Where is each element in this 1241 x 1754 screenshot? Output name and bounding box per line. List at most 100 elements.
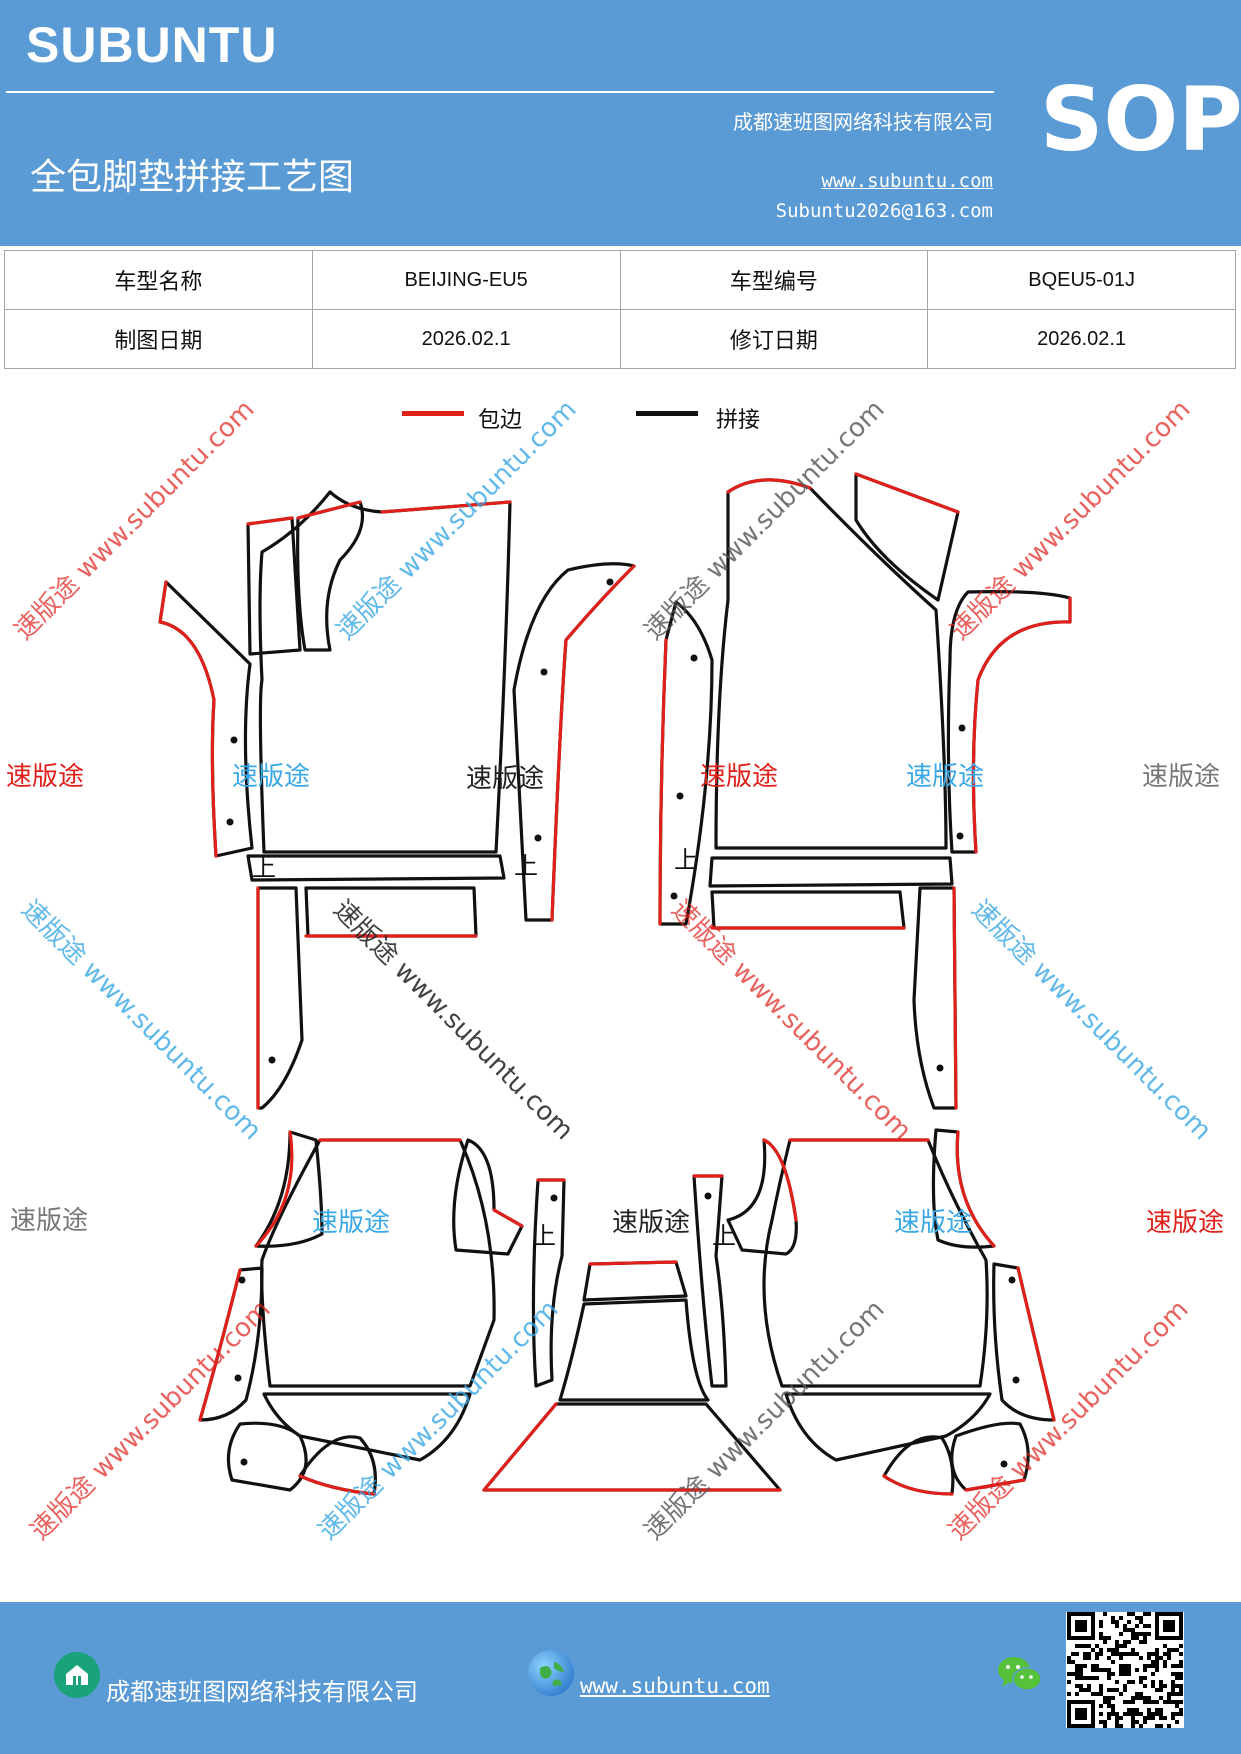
qr-code xyxy=(1066,1612,1184,1728)
marker-dot xyxy=(240,1458,248,1466)
marker-dot xyxy=(1012,1376,1020,1384)
marker-dot xyxy=(704,1192,712,1200)
fl-pillar-strip xyxy=(246,516,302,656)
revise-date-value: 2026.02.1 xyxy=(927,309,1236,369)
fr-top-panel xyxy=(854,472,960,602)
watermark-brand: 速版途 xyxy=(700,762,779,792)
vehicle-info-table: 车型名称 BEIJING-EU5 车型编号 BQEU5-01J 制图日期 202… xyxy=(4,250,1236,369)
center-left-strip xyxy=(531,1178,566,1388)
marker-dot xyxy=(540,668,548,676)
watermark-brand: 速版途 xyxy=(1146,1208,1225,1238)
marker-dot xyxy=(1000,1460,1008,1468)
header-divider xyxy=(6,91,994,93)
sop-tag: SOP xyxy=(1040,68,1241,171)
marker-dot xyxy=(690,654,698,662)
rr-bottom-panel xyxy=(784,1392,992,1462)
edge-legend-swatch xyxy=(402,411,464,416)
watermark-brand: 速版途 xyxy=(612,1208,691,1238)
rr-lower-right xyxy=(950,1421,1030,1492)
wechat-icon[interactable] xyxy=(996,1654,1044,1694)
marker-dot xyxy=(550,1194,558,1202)
rl-side-left-edge xyxy=(198,1268,242,1422)
watermark-brand: 速版途 xyxy=(232,762,311,792)
marker-dot xyxy=(676,792,684,800)
website-link[interactable]: www.subuntu.com xyxy=(821,170,993,192)
rr-left-flap-edge xyxy=(762,1138,798,1222)
floor-mat-diagram: 上 上 上 上 上 xyxy=(158,472,1072,1496)
marker-dot xyxy=(268,1056,276,1064)
marker-dot xyxy=(226,818,234,826)
marker-dot xyxy=(670,892,678,900)
marker-dot xyxy=(234,1374,242,1382)
watermark-brand: 速版途 xyxy=(312,1208,391,1238)
rr-pillar-edge xyxy=(955,1130,996,1248)
footer-company-name: 成都速班图网络科技有限公司 xyxy=(106,1678,418,1706)
fl-side-left xyxy=(158,580,254,858)
center-mid xyxy=(558,1298,710,1402)
rl-bottom-panel xyxy=(262,1392,472,1462)
email-address: Subuntu2026@163.com xyxy=(775,200,993,222)
center-top xyxy=(582,1260,688,1302)
center-bottom-edge xyxy=(482,1402,782,1492)
fl-pillar-edge-2 xyxy=(296,500,362,520)
fr-bottom-pad xyxy=(710,890,906,930)
rl-lower-arc-edge xyxy=(298,1474,376,1496)
table-row: 制图日期 2026.02.1 修订日期 2026.02.1 xyxy=(4,309,1236,369)
watermark-brand: 速版途 xyxy=(1142,762,1221,792)
marker-dot xyxy=(238,1276,246,1284)
marker-dot xyxy=(956,832,964,840)
rr-side-right-edge xyxy=(1016,1266,1056,1422)
edge-legend-label: 包边 xyxy=(478,408,523,433)
rl-main-mat xyxy=(260,1138,496,1388)
fr-right-strip-edge xyxy=(971,596,1072,854)
model-name-value: BEIJING-EU5 xyxy=(311,250,621,310)
fl-pillar-strip-2 xyxy=(296,500,365,652)
home-icon xyxy=(54,1652,100,1698)
fr-bottom-bar xyxy=(708,856,954,888)
fr-lower-strip xyxy=(912,886,958,1110)
marker-dot xyxy=(230,736,238,744)
footer-website-link[interactable]: www.subuntu.com xyxy=(580,1674,770,1698)
table-row: 车型名称 BEIJING-EU5 车型编号 BQEU5-01J xyxy=(4,250,1236,310)
rl-right-flap-edge xyxy=(492,1208,524,1228)
fl-bottom-bar xyxy=(246,854,506,882)
watermark-brand: 速版途 xyxy=(894,1208,973,1238)
draw-date-value: 2026.02.1 xyxy=(311,309,621,369)
fr-lower-strip-edge xyxy=(952,886,958,1110)
center-top-edge xyxy=(588,1260,678,1266)
watermark-brand: 速版途 xyxy=(6,762,85,792)
rl-right-flap xyxy=(452,1138,524,1256)
model-code-label: 车型编号 xyxy=(619,250,929,310)
marker-dot xyxy=(936,1064,944,1072)
watermark-brand: 速版途 xyxy=(10,1206,89,1236)
fl-pillar-edge xyxy=(246,516,294,526)
watermark-brand: 速版途 xyxy=(466,764,545,794)
marker-dot xyxy=(958,724,966,732)
rr-lower-right-edge xyxy=(964,1478,1026,1492)
watermark-brand: 速版途 xyxy=(906,762,985,792)
fr-top-panel-edge xyxy=(854,472,960,514)
fl-main-mat xyxy=(258,490,512,854)
center-right-strip xyxy=(692,1174,728,1388)
brand-logo: SUBUNTU xyxy=(26,17,278,73)
rr-lower-arc-edge xyxy=(882,1474,954,1496)
model-code-value: BQEU5-01J xyxy=(927,250,1236,310)
up-marker: 上 xyxy=(712,1222,736,1250)
seam-legend-label: 拼接 xyxy=(716,408,761,433)
rl-lower-left xyxy=(226,1421,308,1492)
rr-lower-arc xyxy=(882,1435,955,1496)
rl-pillar xyxy=(254,1130,324,1248)
fr-left-strip-edge xyxy=(658,638,668,926)
fl-side-left-edge xyxy=(158,580,218,858)
fl-right-strip-edge xyxy=(550,564,636,922)
up-marker: 上 xyxy=(532,1222,556,1250)
fl-main-mat-edge xyxy=(380,500,512,514)
seam-legend-swatch xyxy=(636,411,698,416)
revise-date-label: 修订日期 xyxy=(619,309,929,369)
rl-pillar-edge xyxy=(254,1130,294,1248)
marker-dot xyxy=(606,578,614,586)
fr-main-mat-edge xyxy=(726,478,812,494)
fl-lower-strip xyxy=(256,886,304,1110)
header-banner: SUBUNTU SOP 全包脚垫拼接工艺图 成都速班图网络科技有限公司 www.… xyxy=(0,0,1241,246)
up-marker: 上 xyxy=(674,846,698,874)
